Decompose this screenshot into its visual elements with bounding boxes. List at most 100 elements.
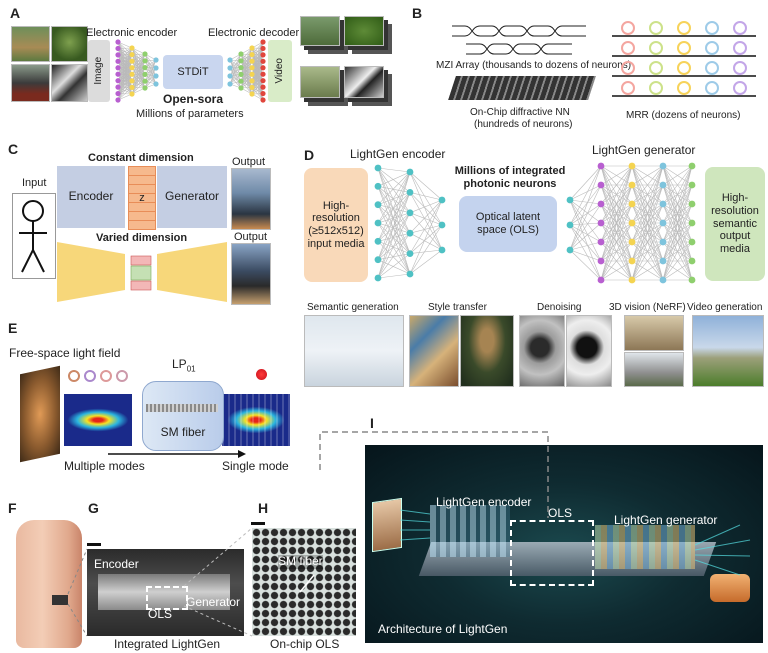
- mrr-ring: [705, 41, 719, 55]
- decoder-a-neuron: [260, 78, 266, 84]
- encoder-a-neuron: [115, 84, 121, 90]
- generator-d-neuron: [659, 238, 667, 246]
- zoom-line-g-h-bottom: [183, 605, 253, 637]
- lp-mode-text: LP: [172, 357, 187, 371]
- architecture-caption: Architecture of LightGen: [378, 622, 508, 636]
- mrr-ring: [649, 21, 663, 35]
- zoom-line-g-h-top: [183, 527, 253, 587]
- encoder-a-neuron: [115, 39, 121, 45]
- generator-label-g: Generator: [186, 595, 241, 609]
- decoder-a-neuron: [249, 71, 255, 77]
- output-video-frames-2: [344, 16, 384, 46]
- task-semantic-generation: Semantic generation: [307, 302, 399, 313]
- free-space-light-field-label: Free-space light field: [9, 346, 121, 360]
- generator-d-neuron: [659, 200, 667, 208]
- generator-d-neuron: [688, 219, 696, 227]
- decoder-a-neuron: [238, 65, 244, 71]
- mrr-ring: [677, 61, 691, 75]
- diffractive-sub-label: (hundreds of neurons): [474, 119, 573, 130]
- encoder-label-g: Encoder: [94, 557, 139, 571]
- multimode-field-map: [64, 394, 132, 446]
- mode-pattern-icons: [68, 370, 128, 382]
- encoder-stack: [430, 505, 510, 557]
- input-media-block: High-resolution (≥512x512) input media: [304, 168, 368, 282]
- generator-d-neuron: [659, 162, 667, 170]
- denoising-image-2: [566, 315, 612, 387]
- generator-d-neuron: [688, 238, 696, 246]
- mrr-ring: [649, 61, 663, 75]
- generator-d-neuron: [597, 162, 605, 170]
- lightgen-encoder-network: [374, 164, 446, 282]
- encoder-a-neuron: [129, 45, 135, 51]
- single-mode-label: Single mode: [222, 459, 289, 473]
- denoising-image-1: [519, 315, 565, 387]
- generator-block-constant: Generator: [157, 166, 227, 228]
- generator-d-neuron: [628, 200, 636, 208]
- decoder-a-neuron: [249, 91, 255, 97]
- mzi-label: MZI Array (thousands to dozens of neuron…: [436, 60, 632, 71]
- encoder-d-neuron: [438, 196, 446, 204]
- input-image-4: [51, 64, 88, 102]
- mrr-ring: [621, 81, 635, 95]
- generator-d-neuron: [628, 276, 636, 284]
- encoder-d-neuron: [406, 189, 414, 196]
- encoder-a-neuron: [129, 51, 135, 58]
- light-beams: [399, 509, 751, 576]
- encoder-a-neuron: [142, 71, 148, 77]
- encoder-network-a: [115, 39, 159, 103]
- on-chip-ols-caption: On-chip OLS: [270, 637, 340, 651]
- generator-d-neuron: [628, 181, 636, 189]
- mrr-ring: [621, 41, 635, 55]
- mrr-ring: [649, 41, 663, 55]
- stick-figure-frame: [12, 193, 56, 279]
- generator-d-neuron: [659, 257, 667, 265]
- decoder-a-neuron: [249, 84, 255, 91]
- encoder-d-neuron: [438, 221, 446, 229]
- decoder-a-neuron: [249, 58, 255, 64]
- decoder-a-neuron: [227, 73, 233, 79]
- panel-a-label: A: [10, 5, 21, 21]
- decoder-a-neuron: [260, 39, 266, 45]
- encoder-block-constant: Encoder: [57, 166, 125, 228]
- mrr-ring: [733, 81, 747, 95]
- panel-d-label: D: [304, 147, 315, 163]
- decoder-a-neuron: [227, 81, 233, 87]
- generator-d-neuron: [628, 162, 636, 170]
- output-media-block: High-resolution semantic output media: [705, 167, 765, 281]
- single-mode-dot: [256, 369, 267, 380]
- encoder-a-neuron: [115, 52, 121, 58]
- stdit-block: STDiT: [163, 55, 223, 89]
- lightgen-generator-network: [566, 162, 696, 284]
- output-label-2: Output: [234, 231, 268, 243]
- decoder-a-neuron: [249, 45, 255, 51]
- task-style-transfer: Style transfer: [428, 302, 487, 313]
- image-block: Image: [88, 40, 110, 102]
- decoder-a-neuron: [238, 85, 244, 91]
- generator-d-neuron: [688, 162, 696, 170]
- lightgen-encoder-title: LightGen encoder: [350, 147, 446, 161]
- open-sora-label: Open-sora: [163, 92, 224, 106]
- decoder-a-neuron: [238, 71, 244, 77]
- panel-c-label: C: [8, 141, 19, 157]
- mrr-ring: [705, 21, 719, 35]
- generator-d-neuron: [628, 257, 636, 265]
- generator-d-neuron: [566, 246, 574, 254]
- z-block-varied-bottom: [130, 280, 152, 291]
- decoder-a-neuron: [260, 71, 266, 77]
- input-image-3: [11, 64, 50, 102]
- nerf-image-1: [624, 315, 684, 351]
- encoder-d-neuron: [374, 274, 382, 282]
- decoder-a-neuron: [260, 52, 266, 58]
- decoder-a-neuron: [260, 84, 266, 90]
- generator-d-neuron: [597, 219, 605, 227]
- encoder-a-neuron: [129, 84, 135, 91]
- z-block-varied-top: [130, 255, 152, 266]
- output-video-frames-4: [344, 66, 384, 98]
- panel-f-label: F: [8, 500, 17, 516]
- generator-d-neuron: [628, 238, 636, 246]
- lightgen-encoder-label-i: LightGen encoder: [436, 495, 532, 509]
- encoder-a-neuron: [115, 58, 121, 64]
- output-label-1: Output: [232, 156, 266, 168]
- encoder-a-neuron: [153, 73, 159, 79]
- stick-figure-icon: [19, 200, 47, 273]
